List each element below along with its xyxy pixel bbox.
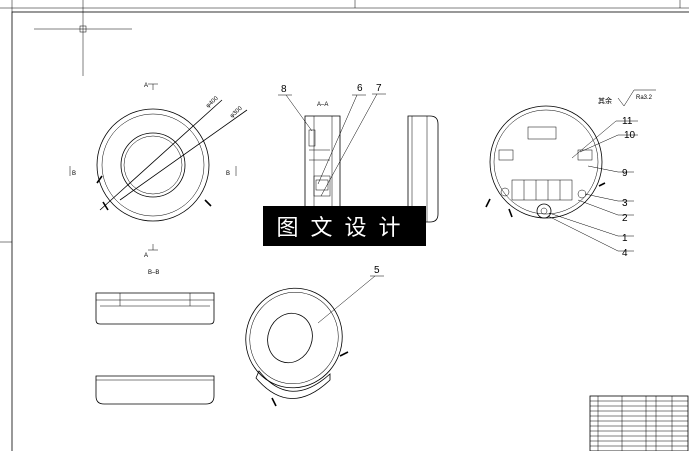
watermark-banner: 图文设计 <box>263 206 426 246</box>
balloon-7: 7 <box>376 83 382 94</box>
bottom-view <box>485 105 619 252</box>
balloon-1: 1 <box>622 233 628 244</box>
section-label-b-left: B <box>72 171 76 177</box>
balloon-9: 9 <box>622 168 628 179</box>
section-label-b-right: B <box>226 171 230 177</box>
balloon-11: 11 <box>622 116 633 127</box>
balloon-6: 6 <box>357 83 363 94</box>
parts-list-table <box>589 395 689 451</box>
balloon-8: 8 <box>281 84 287 95</box>
top-view <box>69 83 248 251</box>
balloon-10: 10 <box>624 130 636 141</box>
section-label-a-top: A <box>144 83 148 89</box>
section-label-bb: B–B <box>148 270 159 276</box>
roughness-note: 其余 <box>598 96 612 105</box>
side-view <box>407 115 439 223</box>
section-label-aa: A–A <box>317 102 328 108</box>
balloon-underlines <box>278 93 638 277</box>
balloon-2: 2 <box>622 213 628 224</box>
cursor-crosshair <box>34 0 132 76</box>
section-label-a-bottom: A <box>144 253 148 259</box>
section-aa-view <box>285 93 378 223</box>
dimension-outer-diameter: φ400 <box>205 95 220 109</box>
section-bb-view <box>95 292 215 325</box>
roughness-symbol <box>617 89 656 107</box>
front-elevation <box>95 375 215 405</box>
balloon-3: 3 <box>622 198 628 209</box>
isometric-view <box>245 275 376 407</box>
balloon-5: 5 <box>374 265 380 276</box>
balloon-4: 4 <box>622 248 628 259</box>
roughness-value: Ra3.2 <box>636 95 653 101</box>
